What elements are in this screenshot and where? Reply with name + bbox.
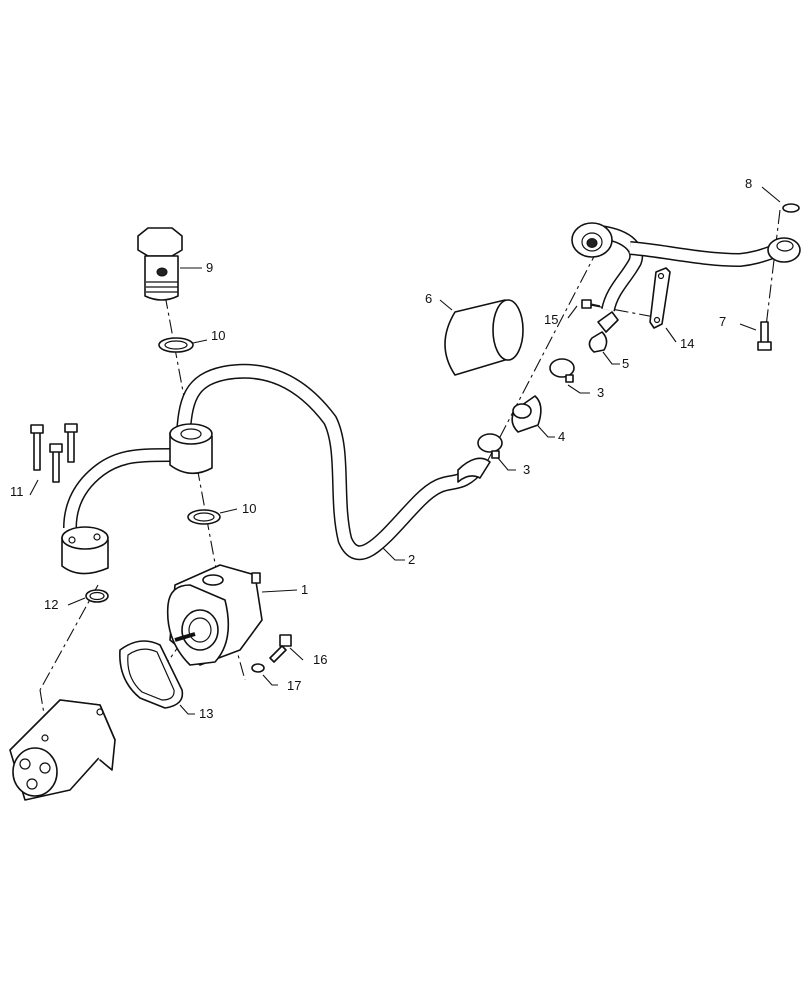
- callout-16: 16: [313, 652, 327, 667]
- right-bolt: [757, 203, 800, 351]
- callout-3: 3: [597, 385, 604, 400]
- callout-10: 10: [242, 501, 256, 516]
- strap: [649, 267, 671, 329]
- callout-7: 7: [719, 314, 726, 329]
- gasket: [119, 640, 184, 709]
- tube-assembly: [61, 363, 491, 575]
- callout-1: 1: [301, 582, 308, 597]
- callouts: 1 2 3 3 4 5 6 7 8 9 10 10 11 12 13 14 15…: [10, 176, 752, 721]
- callout-5: 5: [622, 356, 629, 371]
- bolts-left: [30, 423, 78, 483]
- callout-2: 2: [408, 552, 415, 567]
- callout-17: 17: [287, 678, 301, 693]
- callout-8: 8: [745, 176, 752, 191]
- cylinder-shield: [444, 299, 524, 376]
- hydraulic-pump: [166, 564, 263, 666]
- callout-4: 4: [558, 429, 565, 444]
- callout-3: 3: [523, 462, 530, 477]
- callout-6: 6: [425, 291, 432, 306]
- callout-12: 12: [44, 597, 58, 612]
- leader-lines: [29, 186, 781, 715]
- callout-15: 15: [544, 312, 558, 327]
- callout-10: 10: [211, 328, 225, 343]
- o-ring: [85, 589, 109, 603]
- callout-9: 9: [206, 260, 213, 275]
- callout-14: 14: [680, 336, 694, 351]
- washers: [158, 337, 221, 525]
- upper-tube: [571, 222, 801, 312]
- callout-13: 13: [199, 706, 213, 721]
- drive-motor: [9, 699, 116, 801]
- screw-and-washer: [251, 634, 292, 673]
- small-bolt: [581, 299, 601, 309]
- callout-11: 11: [10, 484, 24, 499]
- hose: [511, 395, 542, 433]
- clamps: [477, 358, 575, 459]
- sleeve: [588, 311, 619, 353]
- banjo-bolt: [137, 227, 183, 301]
